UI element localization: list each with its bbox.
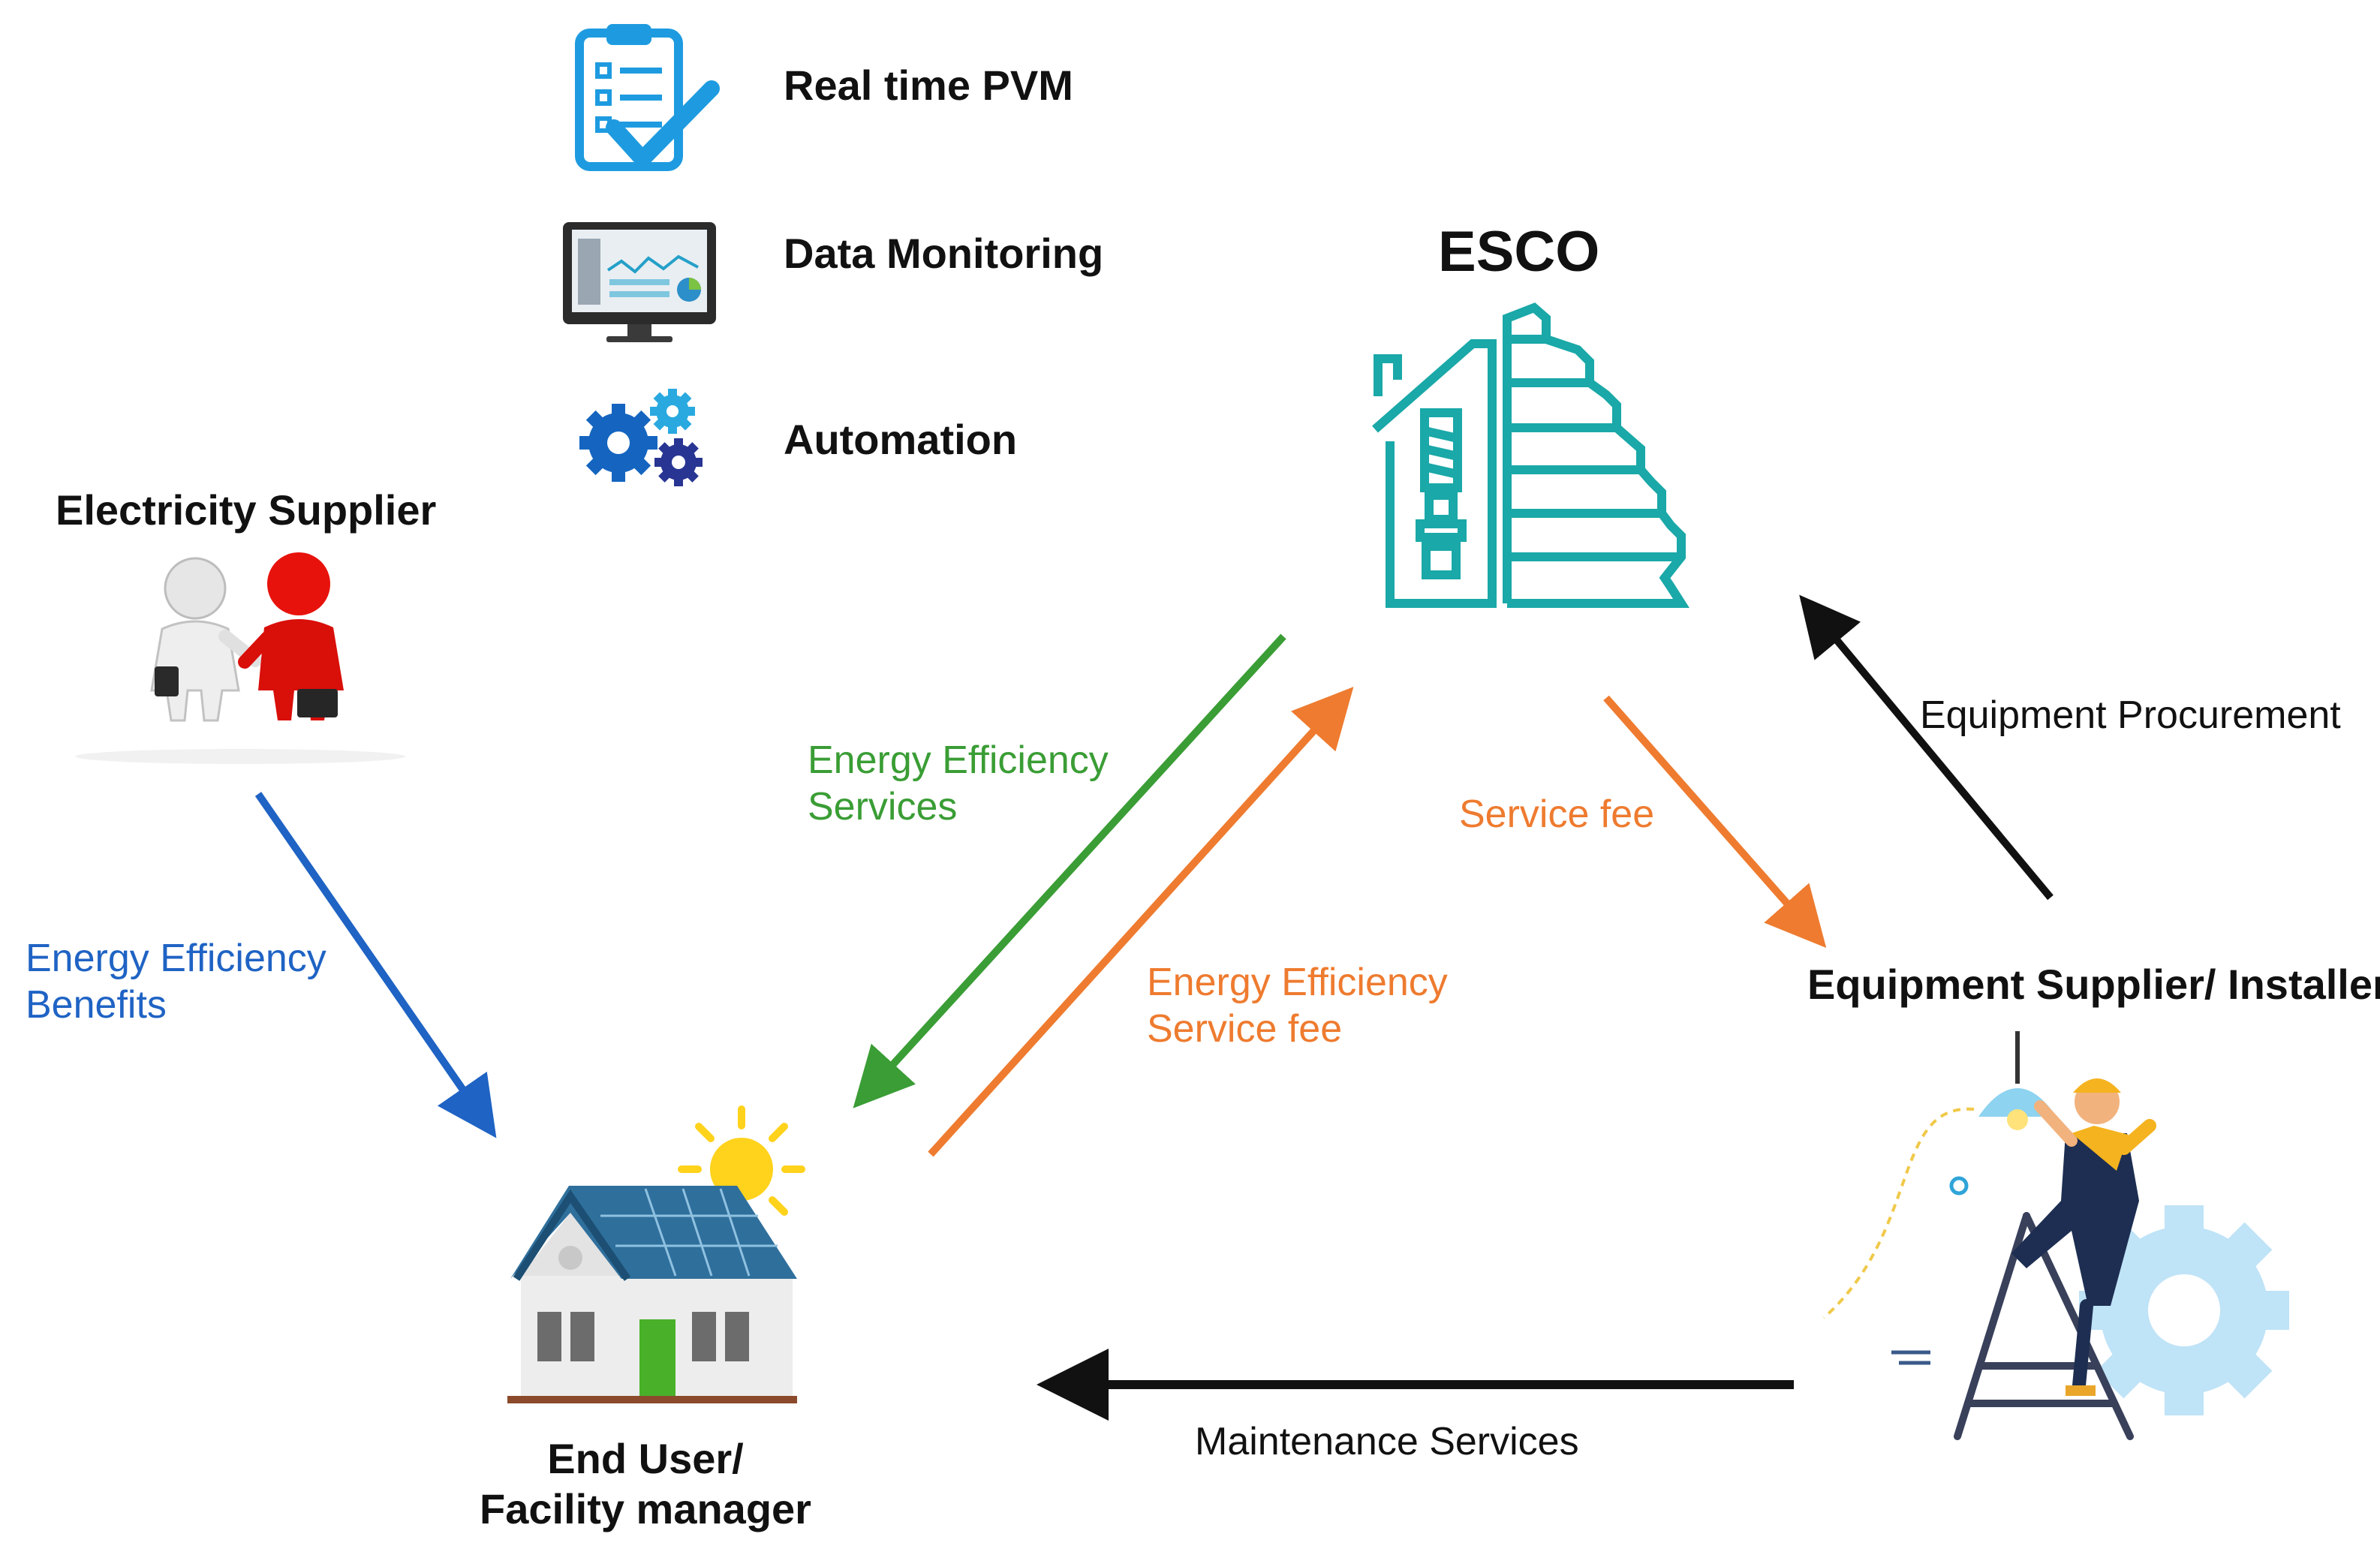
legend-label-real-time-pvm: Real time PVM (784, 62, 1073, 109)
arrow-electricity-supplier-to-end-user (254, 792, 497, 1138)
flow-label-ee-service-fee: Energy Efficiency Service fee (1147, 959, 1448, 1053)
gears-icon (579, 389, 703, 486)
flow-label-ee-services-line-1: Energy Efficiency (808, 738, 1109, 782)
end-user-line-1: End User/ (547, 1435, 744, 1482)
flow-label-service-fee: Service fee (1459, 793, 1655, 836)
electricity-supplier-title: Electricity Supplier (56, 486, 437, 534)
arrow-esco-to-end-user (853, 633, 1286, 1108)
flow-label-ee-benefits-line-2: Benefits (26, 983, 167, 1027)
legend-label-automation: Automation (784, 416, 1018, 463)
flow-label-ee-service-fee-line-1: Energy Efficiency (1147, 961, 1448, 1004)
flow-label-ee-services: Energy Efficiency Services (808, 737, 1109, 831)
end-user-line-2: Facility manager (480, 1485, 811, 1533)
end-user-title: End User/ Facility manager (435, 1433, 856, 1534)
flow-label-maintenance-services: Maintenance Services (1195, 1420, 1579, 1463)
flow-label-ee-service-fee-line-2: Service fee (1147, 1007, 1343, 1051)
clipboard-checklist-icon (575, 24, 720, 171)
equipment-supplier-title: Equipment Supplier/ Installer (1807, 961, 2380, 1008)
flow-label-ee-services-line-2: Services (808, 785, 958, 829)
arrow-end-user-to-esco (928, 687, 1354, 1157)
arrow-esco-to-equipment-supplier (1603, 695, 1827, 949)
legend-label-data-monitoring: Data Monitoring (784, 230, 1104, 277)
monitor-chart-icon (563, 222, 716, 342)
energy-efficient-house-icon (1372, 302, 1689, 608)
esco-title: ESCO (1438, 220, 1600, 284)
flow-label-ee-benefits: Energy Efficiency Benefits (26, 935, 326, 1029)
installer-on-ladder-icon (1822, 1031, 2289, 1440)
arrow-equipment-supplier-to-esco (1799, 594, 2054, 901)
handshake-people-icon (75, 552, 405, 764)
flow-label-equipment-procurement: Equipment Procurement (1920, 693, 2341, 737)
solar-house-icon (507, 1105, 805, 1403)
flow-label-ee-benefits-line-1: Energy Efficiency (26, 937, 326, 980)
